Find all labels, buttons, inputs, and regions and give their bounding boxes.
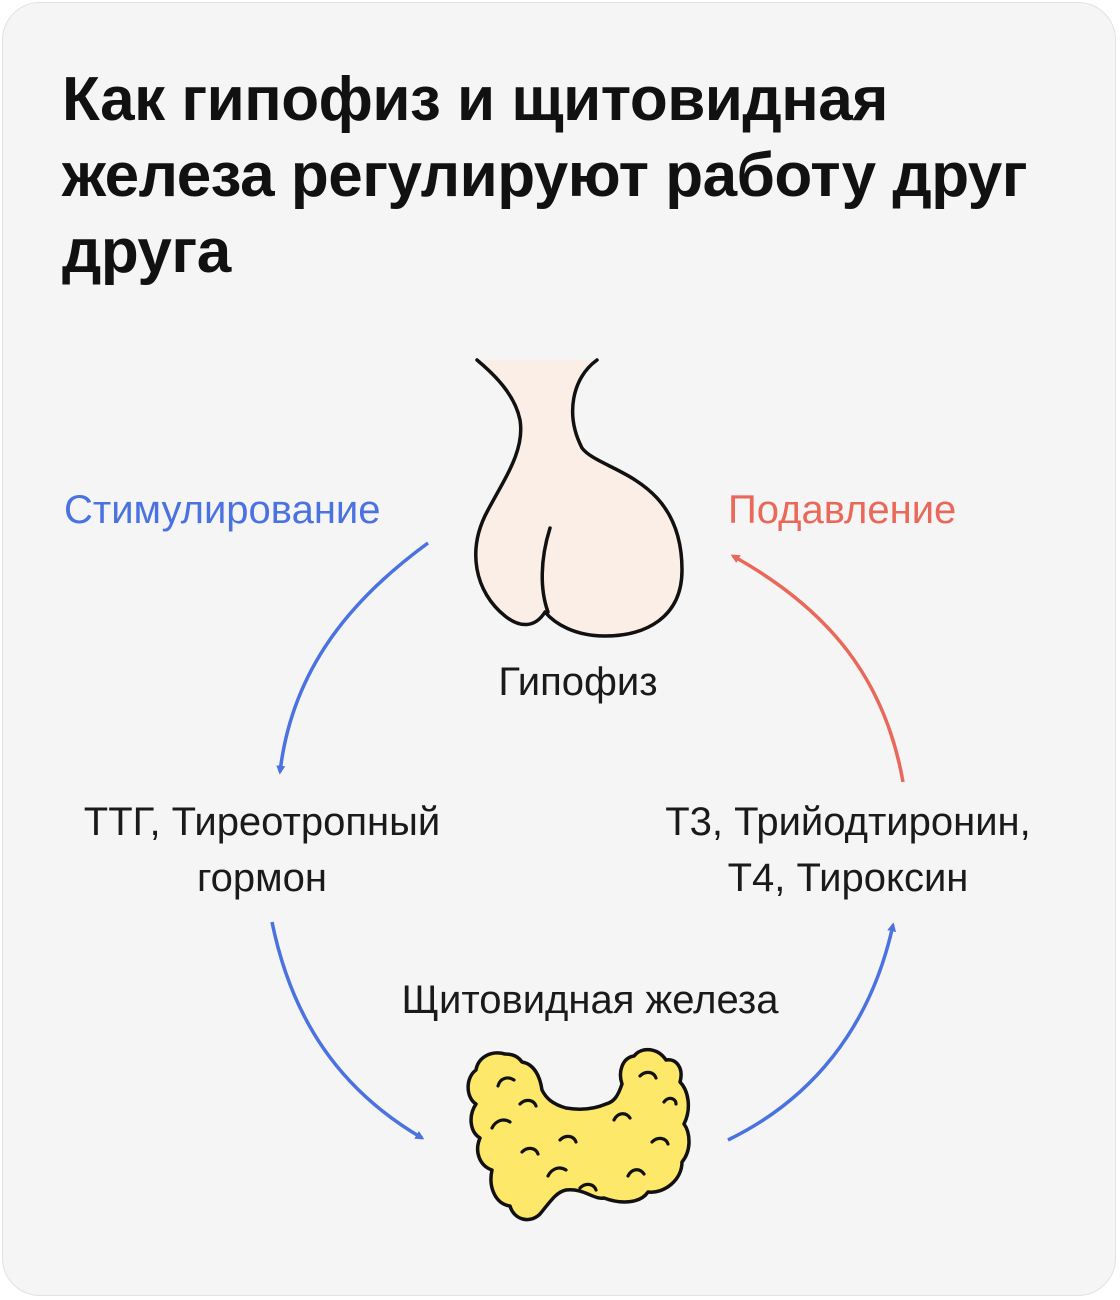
suppression-label: Подавление [728, 488, 957, 532]
page-title: Как гипофиз и щитовидная железа регулиру… [62, 65, 1028, 286]
stimulation-label: Стимулирование [64, 488, 381, 532]
hormones-label-line1: Т3, Трийодтиронин, [665, 800, 1031, 844]
hormones-label-line2: Т4, Тироксин [727, 856, 969, 900]
thyroid-label: Щитовидная железа [401, 978, 779, 1022]
tsh-label-line1: ТТГ, Тиреотропный [83, 800, 441, 844]
thyroid-to-hormones-arrow [727, 922, 897, 1142]
tsh-label-line2: гормон [196, 856, 328, 900]
suppression-arrow [730, 554, 905, 783]
stimulation-arrow [276, 541, 430, 775]
pituitary-label: Гипофиз [498, 660, 658, 704]
tsh-label: ТТГ, Тиреотропный гормон [42, 794, 482, 906]
thyroid-gland-icon [466, 1047, 691, 1222]
hormones-label: Т3, Трийодтиронин, Т4, Тироксин [618, 794, 1078, 906]
tsh-to-thyroid-arrow [270, 921, 425, 1140]
pituitary-gland-icon [474, 358, 684, 638]
